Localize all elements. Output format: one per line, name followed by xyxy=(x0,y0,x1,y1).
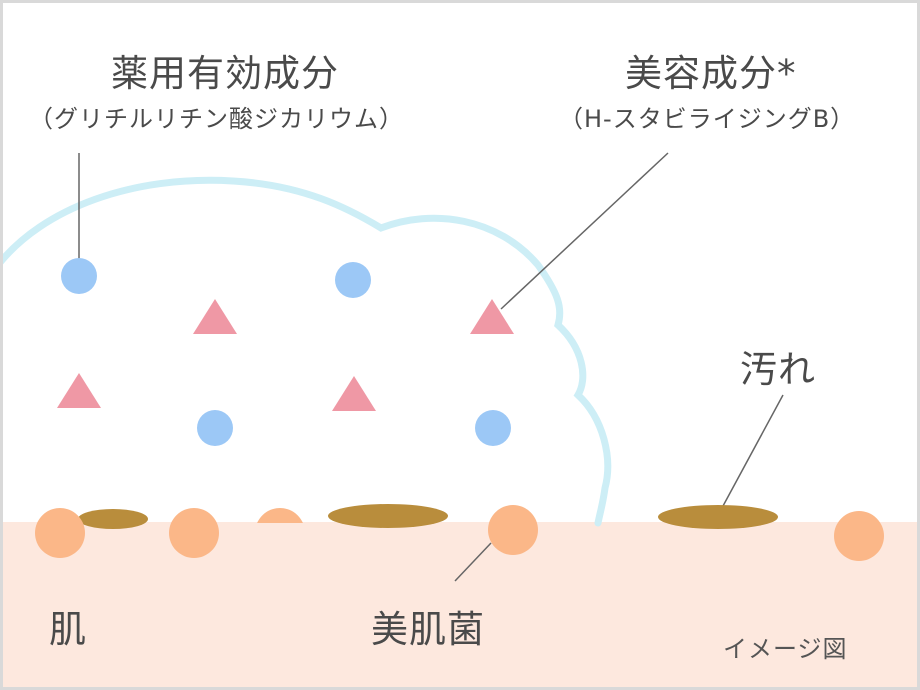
medicinal-ingredient-circle xyxy=(197,410,233,446)
skin-bacteria-circle xyxy=(488,505,538,555)
medicinal-ingredient-circle xyxy=(335,262,371,298)
beauty-ingredient-triangle xyxy=(57,373,101,408)
foam-diagram xyxy=(3,152,884,582)
dirt-spot xyxy=(328,504,448,528)
leader-line-beauty xyxy=(500,152,669,310)
skin-bacteria-label: 美肌菌 xyxy=(371,608,485,651)
beauty-ingredient-title: 美容成分* xyxy=(625,52,797,95)
beauty-ingredient-triangle xyxy=(332,376,376,411)
beauty-ingredient-triangle xyxy=(470,299,514,334)
beauty-ingredient-detail: （H-スタビライジングB） xyxy=(559,105,856,133)
image-note: イメージ図 xyxy=(723,635,848,663)
skin-overlap xyxy=(253,523,308,563)
medicinal-ingredient-title: 薬用有効成分 xyxy=(111,52,339,95)
dirt-label: 汚れ xyxy=(740,348,816,391)
dirt-spot xyxy=(78,509,148,529)
beauty-ingredient-triangle xyxy=(193,299,237,334)
skin-bacteria-circle xyxy=(834,511,884,561)
skin-bacteria-circle xyxy=(169,508,219,558)
skin-label: 肌 xyxy=(49,608,87,651)
leader-line-dirt xyxy=(722,394,784,507)
medicinal-ingredient-circle xyxy=(475,410,511,446)
dirt-spot xyxy=(658,505,778,529)
medicinal-ingredient-detail: （グリチルリチン酸ジカリウム） xyxy=(29,105,404,133)
skin-layer xyxy=(3,522,917,687)
foam-outline xyxy=(3,176,612,527)
medicinal-ingredient-circle xyxy=(61,258,97,294)
leader-line-bacteria xyxy=(454,542,492,582)
skin-bacteria-circle xyxy=(35,508,85,558)
